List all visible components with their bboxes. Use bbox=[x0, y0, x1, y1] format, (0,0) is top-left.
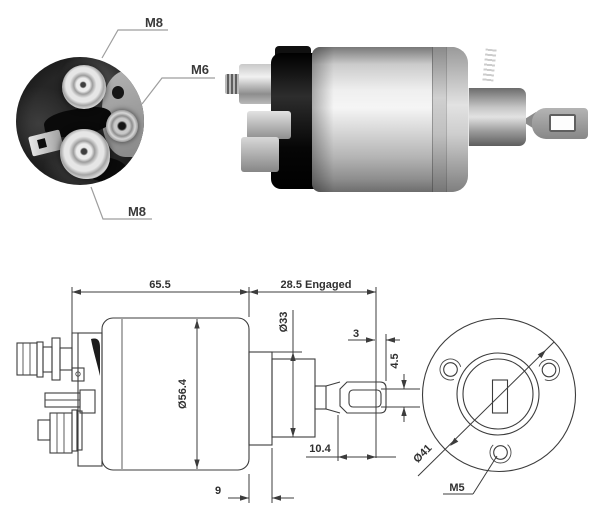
top-bolt bbox=[16, 337, 73, 381]
dim-collar-diameter: Ø33 bbox=[278, 312, 290, 333]
stamped-marking bbox=[482, 48, 497, 82]
pilot-ring-inner bbox=[462, 358, 534, 430]
m5-leader bbox=[472, 455, 498, 495]
dim-body-diameter: Ø56.4 bbox=[177, 378, 189, 409]
terminal-m8-bottom bbox=[60, 129, 110, 179]
stud-nut-top bbox=[239, 64, 277, 104]
thread-arc bbox=[489, 441, 512, 464]
solenoid-housing bbox=[312, 47, 497, 192]
spade-terminal bbox=[28, 129, 64, 157]
flange-circle bbox=[421, 317, 577, 473]
middle-stud bbox=[44, 389, 96, 414]
thread-arc bbox=[538, 359, 560, 381]
side-view-outline bbox=[16, 317, 387, 471]
clevis-slot bbox=[549, 114, 576, 132]
housing-end-band bbox=[432, 47, 447, 192]
leader-line-m8-bottom bbox=[90, 186, 152, 220]
stud-nut-bottom bbox=[241, 137, 279, 172]
plunger-taper bbox=[325, 381, 341, 414]
label-m6: M6 bbox=[191, 62, 209, 77]
housing-outline bbox=[101, 317, 250, 471]
collar-outline bbox=[271, 358, 316, 438]
mount-hole-bottom bbox=[493, 445, 508, 460]
end-cap-photo bbox=[16, 57, 144, 185]
center-slot bbox=[491, 379, 509, 414]
side-view-dimensions: 65.5 28.5 Engaged Ø56.4 Ø33 9 bbox=[71, 279, 377, 503]
plunger-dimensions: 3 4.5 10.4 bbox=[306, 328, 420, 461]
dim-body-length: 65.5 bbox=[149, 279, 170, 291]
mount-hole-upper-left bbox=[443, 362, 458, 377]
clevis-slot-outline bbox=[348, 389, 382, 408]
plunger-neck bbox=[314, 385, 327, 410]
front-view: Ø41 M5 bbox=[411, 317, 577, 495]
plunger-clevis bbox=[532, 108, 588, 139]
leader-line-m8-top bbox=[101, 29, 168, 59]
label-m8-bottom: M8 bbox=[128, 204, 146, 219]
dim-slot-height: 4.5 bbox=[389, 353, 401, 368]
spade-tab bbox=[71, 367, 85, 382]
end-cap-vent-hole bbox=[112, 86, 124, 99]
dim-cap-depth: 9 bbox=[215, 485, 221, 497]
terminal-m8-top bbox=[62, 65, 106, 109]
spade-terminal-hole bbox=[37, 138, 47, 149]
clevis-outline bbox=[339, 381, 387, 414]
label-m8-top: M8 bbox=[145, 15, 163, 30]
bolt-circle-dim-line bbox=[417, 341, 555, 477]
cap-outline bbox=[77, 332, 103, 467]
stud-middle bbox=[247, 111, 291, 139]
label-m5: M5 bbox=[449, 482, 464, 494]
leader-line-m6 bbox=[141, 77, 215, 105]
dim-tip-offset: 3 bbox=[353, 328, 359, 340]
terminal-m6 bbox=[106, 110, 138, 142]
dim-engaged: 28.5 Engaged bbox=[281, 279, 352, 291]
cap-wedge-mark bbox=[91, 338, 100, 376]
solenoid-photo bbox=[225, 8, 590, 230]
thread-arc bbox=[439, 358, 462, 381]
plunger-collar bbox=[467, 88, 526, 146]
mount-hole-upper-right bbox=[541, 362, 557, 378]
dim-slot-depth: 10.4 bbox=[309, 443, 331, 455]
cap-step bbox=[71, 332, 78, 382]
pilot-ring-outer bbox=[456, 352, 540, 436]
dim-bolt-circle: Ø41 bbox=[411, 442, 434, 465]
bottom-bolt bbox=[37, 409, 83, 454]
flange-outline bbox=[248, 351, 273, 446]
housing-end-ring bbox=[446, 47, 468, 192]
